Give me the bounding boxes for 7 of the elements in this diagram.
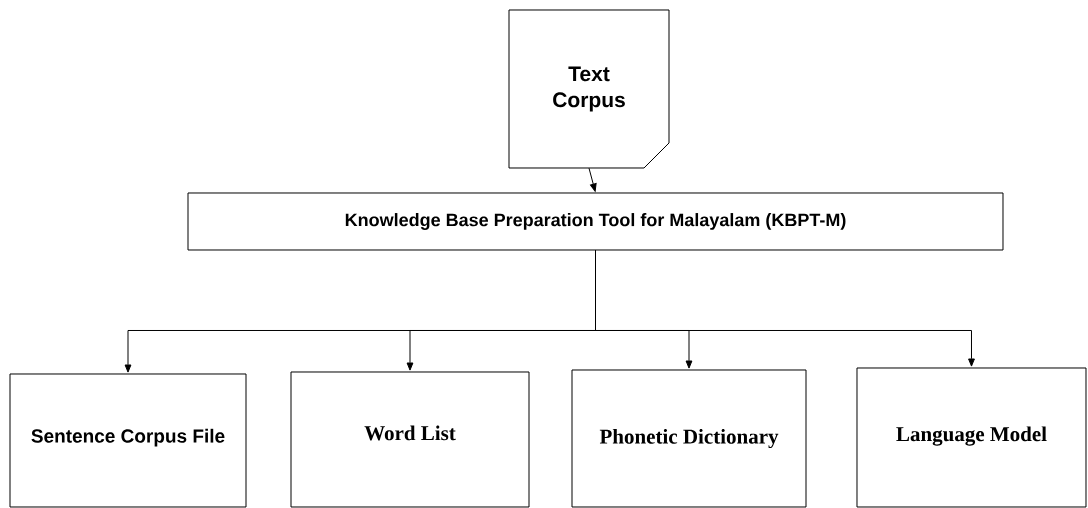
output-box: Word List — [290, 371, 530, 508]
output-box: Language Model — [856, 367, 1087, 508]
output-box: Sentence Corpus File — [9, 373, 247, 508]
arrow — [588, 167, 597, 192]
output-box: Phonetic Dictionary — [571, 369, 807, 508]
process-box: Knowledge Base Preparation Tool for Malayalam (KBPT-M) — [187, 192, 1004, 251]
arrow — [595, 250, 975, 367]
